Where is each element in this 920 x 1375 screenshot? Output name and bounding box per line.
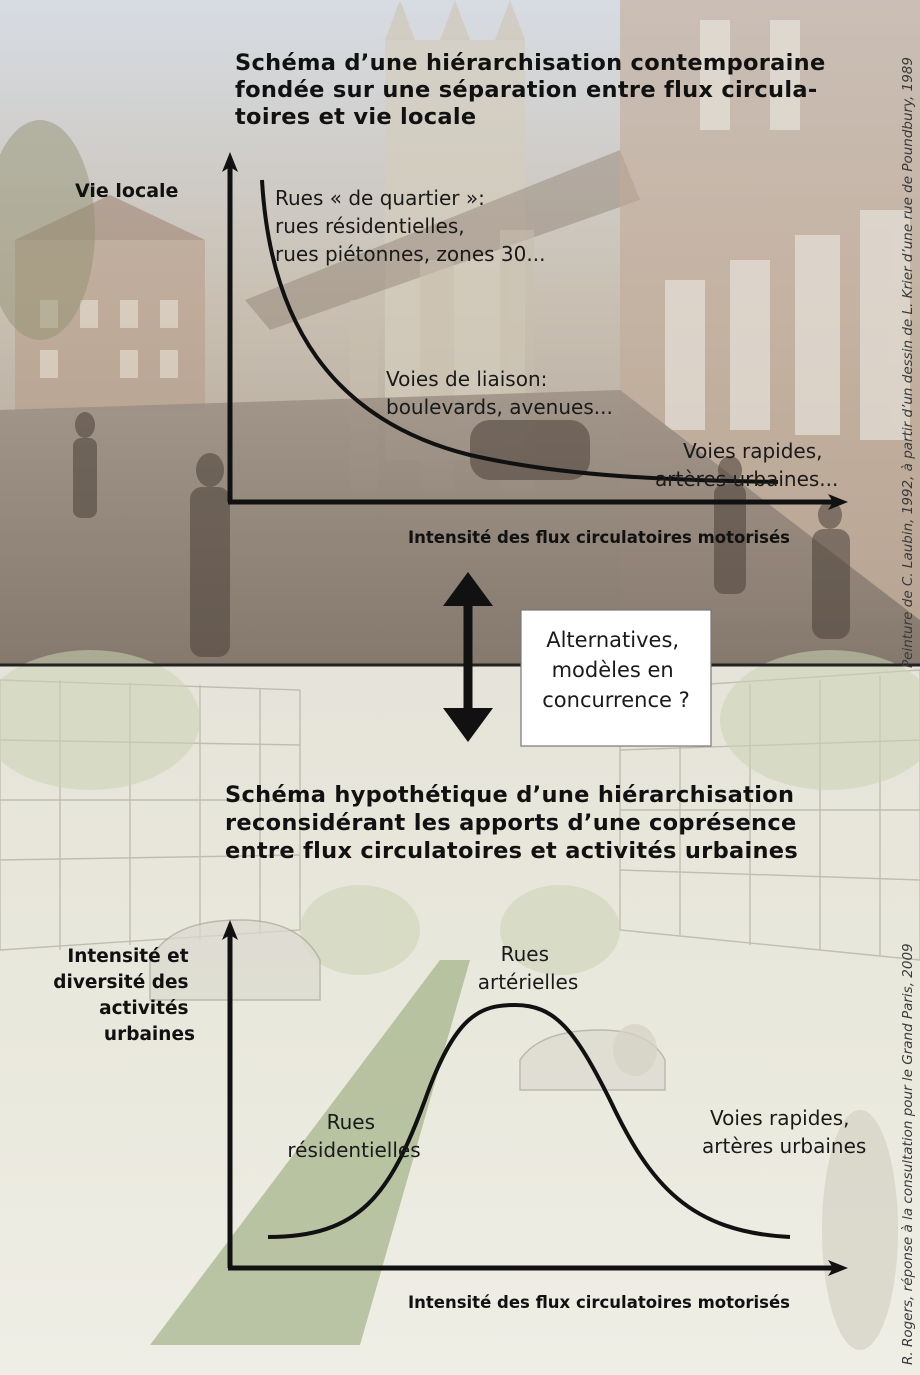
top-credit: Peinture de C. Laubin, 1992, à partir d’… (900, 57, 916, 668)
alternatives-box-text: Alternatives, modèles en concurrence ? (542, 628, 690, 712)
bottom-annotation-arterielles: Rues artérielles (478, 942, 579, 994)
bottom-annotation-arterielles-line-2: artérielles (478, 970, 579, 994)
top-curve-decreasing (260, 179, 779, 484)
top-annotation-rapides-line-2: artères urbaines... (655, 467, 838, 491)
top-title-line-3: toires et vie locale (235, 104, 477, 130)
top-title-line-1: Schéma d’une hiérarchisation contemporai… (235, 50, 826, 76)
bottom-annotation-residentielles: Rues résidentielles (287, 1110, 420, 1162)
top-annotation-rapides: Voies rapides, artères urbaines... (655, 439, 838, 491)
bottom-annotation-residentielles-line-2: résidentielles (287, 1138, 420, 1162)
bottom-diagram: Schéma hypothétique d’une hiérarchisatio… (53, 782, 916, 1365)
alternatives-box-line-3: concurrence ? (542, 688, 690, 712)
bottom-background-sketch (0, 650, 920, 1375)
bottom-y-axis-label: Intensité et diversité des activités urb… (53, 946, 195, 1045)
bottom-y-axis-label-line-3: activités (99, 998, 188, 1019)
top-annotation-rapides-line-1: Voies rapides, (683, 439, 823, 463)
double-arrow-head-down (443, 708, 493, 742)
alternatives-box-line-1: Alternatives, (546, 628, 679, 652)
top-background-painting (0, 0, 920, 665)
bottom-annotation-rapides-line-2: artères urbaines (702, 1134, 866, 1158)
bottom-title-line-1: Schéma hypothétique d’une hiérarchisatio… (225, 782, 794, 808)
bottom-x-axis-label: Intensité des flux circulatoires motoris… (408, 1293, 790, 1312)
top-x-axis-label: Intensité des flux circulatoires motoris… (408, 528, 790, 547)
top-annotation-quartier-line-3: rues piétonnes, zones 30... (275, 242, 545, 266)
top-annotation-quartier-line-1: Rues « de quartier »: (275, 186, 485, 210)
alternatives-box (520, 609, 712, 747)
top-y-axis-label: Vie locale (75, 180, 178, 202)
bottom-y-axis-label-line-4: urbaines (104, 1024, 195, 1045)
bottom-title-line-3: entre flux circulatoires et activités ur… (225, 838, 798, 864)
top-diagram: Schéma d’une hiérarchisation contemporai… (75, 50, 916, 668)
top-annotation-liaison: Voies de liaison: boulevards, avenues... (386, 367, 613, 419)
top-annotation-quartier: Rues « de quartier »: rues résidentielle… (275, 186, 545, 266)
top-annotation-quartier-line-2: rues résidentielles, (275, 214, 465, 238)
bottom-curve-bell (267, 1002, 791, 1239)
alternatives-connector: Alternatives, modèles en concurrence ? (443, 572, 712, 747)
bottom-annotation-residentielles-line-1: Rues (327, 1110, 375, 1134)
top-title-line-2: fondée sur une séparation entre flux cir… (235, 77, 818, 103)
bottom-annotation-rapides-line-1: Voies rapides, (710, 1106, 850, 1130)
bottom-title-line-2: reconsidérant les apports d’une coprésen… (225, 810, 797, 836)
alternatives-box-line-2: modèles en (552, 658, 674, 682)
double-arrow-head-up (443, 572, 493, 606)
top-annotation-liaison-line-1: Voies de liaison: (386, 367, 547, 391)
bottom-y-axis-label-line-1: Intensité et (67, 946, 188, 967)
bottom-annotation-arterielles-line-1: Rues (501, 942, 549, 966)
bottom-annotation-rapides: Voies rapides, artères urbaines (702, 1106, 866, 1158)
bottom-credit: R. Rogers, réponse à la consultation pou… (900, 943, 916, 1365)
top-annotation-liaison-line-2: boulevards, avenues... (386, 395, 613, 419)
top-title: Schéma d’une hiérarchisation contemporai… (235, 50, 834, 130)
bottom-title: Schéma hypothétique d’une hiérarchisatio… (225, 782, 805, 864)
bottom-y-axis-label-line-2: diversité des (53, 972, 188, 993)
